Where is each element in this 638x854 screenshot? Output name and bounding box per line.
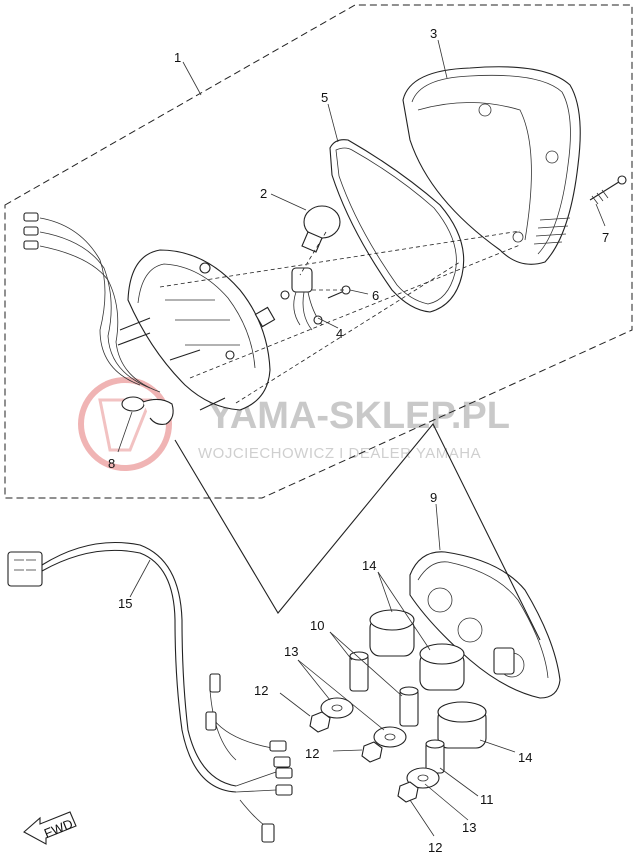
- part-label-12b: 12: [305, 746, 319, 761]
- part-label-9: 9: [430, 490, 437, 505]
- part-label-5: 5: [321, 90, 328, 105]
- part-label-13b: 13: [462, 820, 476, 835]
- part-label-7: 7: [602, 230, 609, 245]
- leader-lines: [117, 39, 606, 837]
- washers: [320, 697, 440, 789]
- part-label-1: 1: [174, 50, 181, 65]
- part-number-labels: 1 3 5 2 6 4 7 8 9 10 14 14 13 12 12 11 1…: [108, 26, 609, 854]
- part-label-14a: 14: [362, 558, 376, 573]
- rubber-dampers: [369, 609, 487, 749]
- socket-screw: [327, 285, 351, 299]
- part-label-13a: 13: [284, 644, 298, 659]
- bulb-socket: [280, 267, 323, 331]
- part-label-6: 6: [372, 288, 379, 303]
- lens-screw: [589, 175, 627, 205]
- grommet: [121, 396, 174, 425]
- collars: [349, 651, 445, 774]
- mounting-bracket: [409, 551, 561, 699]
- watermark-sub-text: WOJCIECHOWICZ I DEALER YAMAHA: [198, 445, 481, 462]
- part-label-3: 3: [430, 26, 437, 41]
- watermark-logo: [78, 377, 172, 471]
- fwd-arrow: FWD: [23, 811, 77, 845]
- part-label-12c: 12: [428, 840, 442, 854]
- part-label-4: 4: [336, 326, 343, 341]
- fwd-label: FWD: [42, 816, 75, 841]
- part-label-2: 2: [260, 186, 267, 201]
- part-label-15: 15: [118, 596, 132, 611]
- taillight-wires: [23, 212, 161, 393]
- taillight-lens: [402, 66, 581, 265]
- part-label-12a: 12: [254, 683, 268, 698]
- nuts: [309, 711, 419, 803]
- wire-harness: [7, 541, 293, 843]
- lens-gasket: [329, 139, 465, 313]
- part-label-11: 11: [480, 792, 494, 807]
- part-label-10: 10: [310, 618, 324, 633]
- taillight-base: [117, 249, 276, 411]
- bulb: [301, 205, 341, 253]
- watermark-main-text: YAMA-SKLEP.PL: [208, 395, 510, 437]
- part-label-14b: 14: [518, 750, 532, 765]
- part-label-8: 8: [108, 456, 115, 471]
- assembly-boundary: [4, 4, 633, 499]
- explode-guide: [174, 422, 541, 641]
- projection-lines: [159, 230, 521, 404]
- watermark: YAMA-SKLEP.PL WOJCIECHOWICZ I DEALER YAM…: [78, 377, 510, 471]
